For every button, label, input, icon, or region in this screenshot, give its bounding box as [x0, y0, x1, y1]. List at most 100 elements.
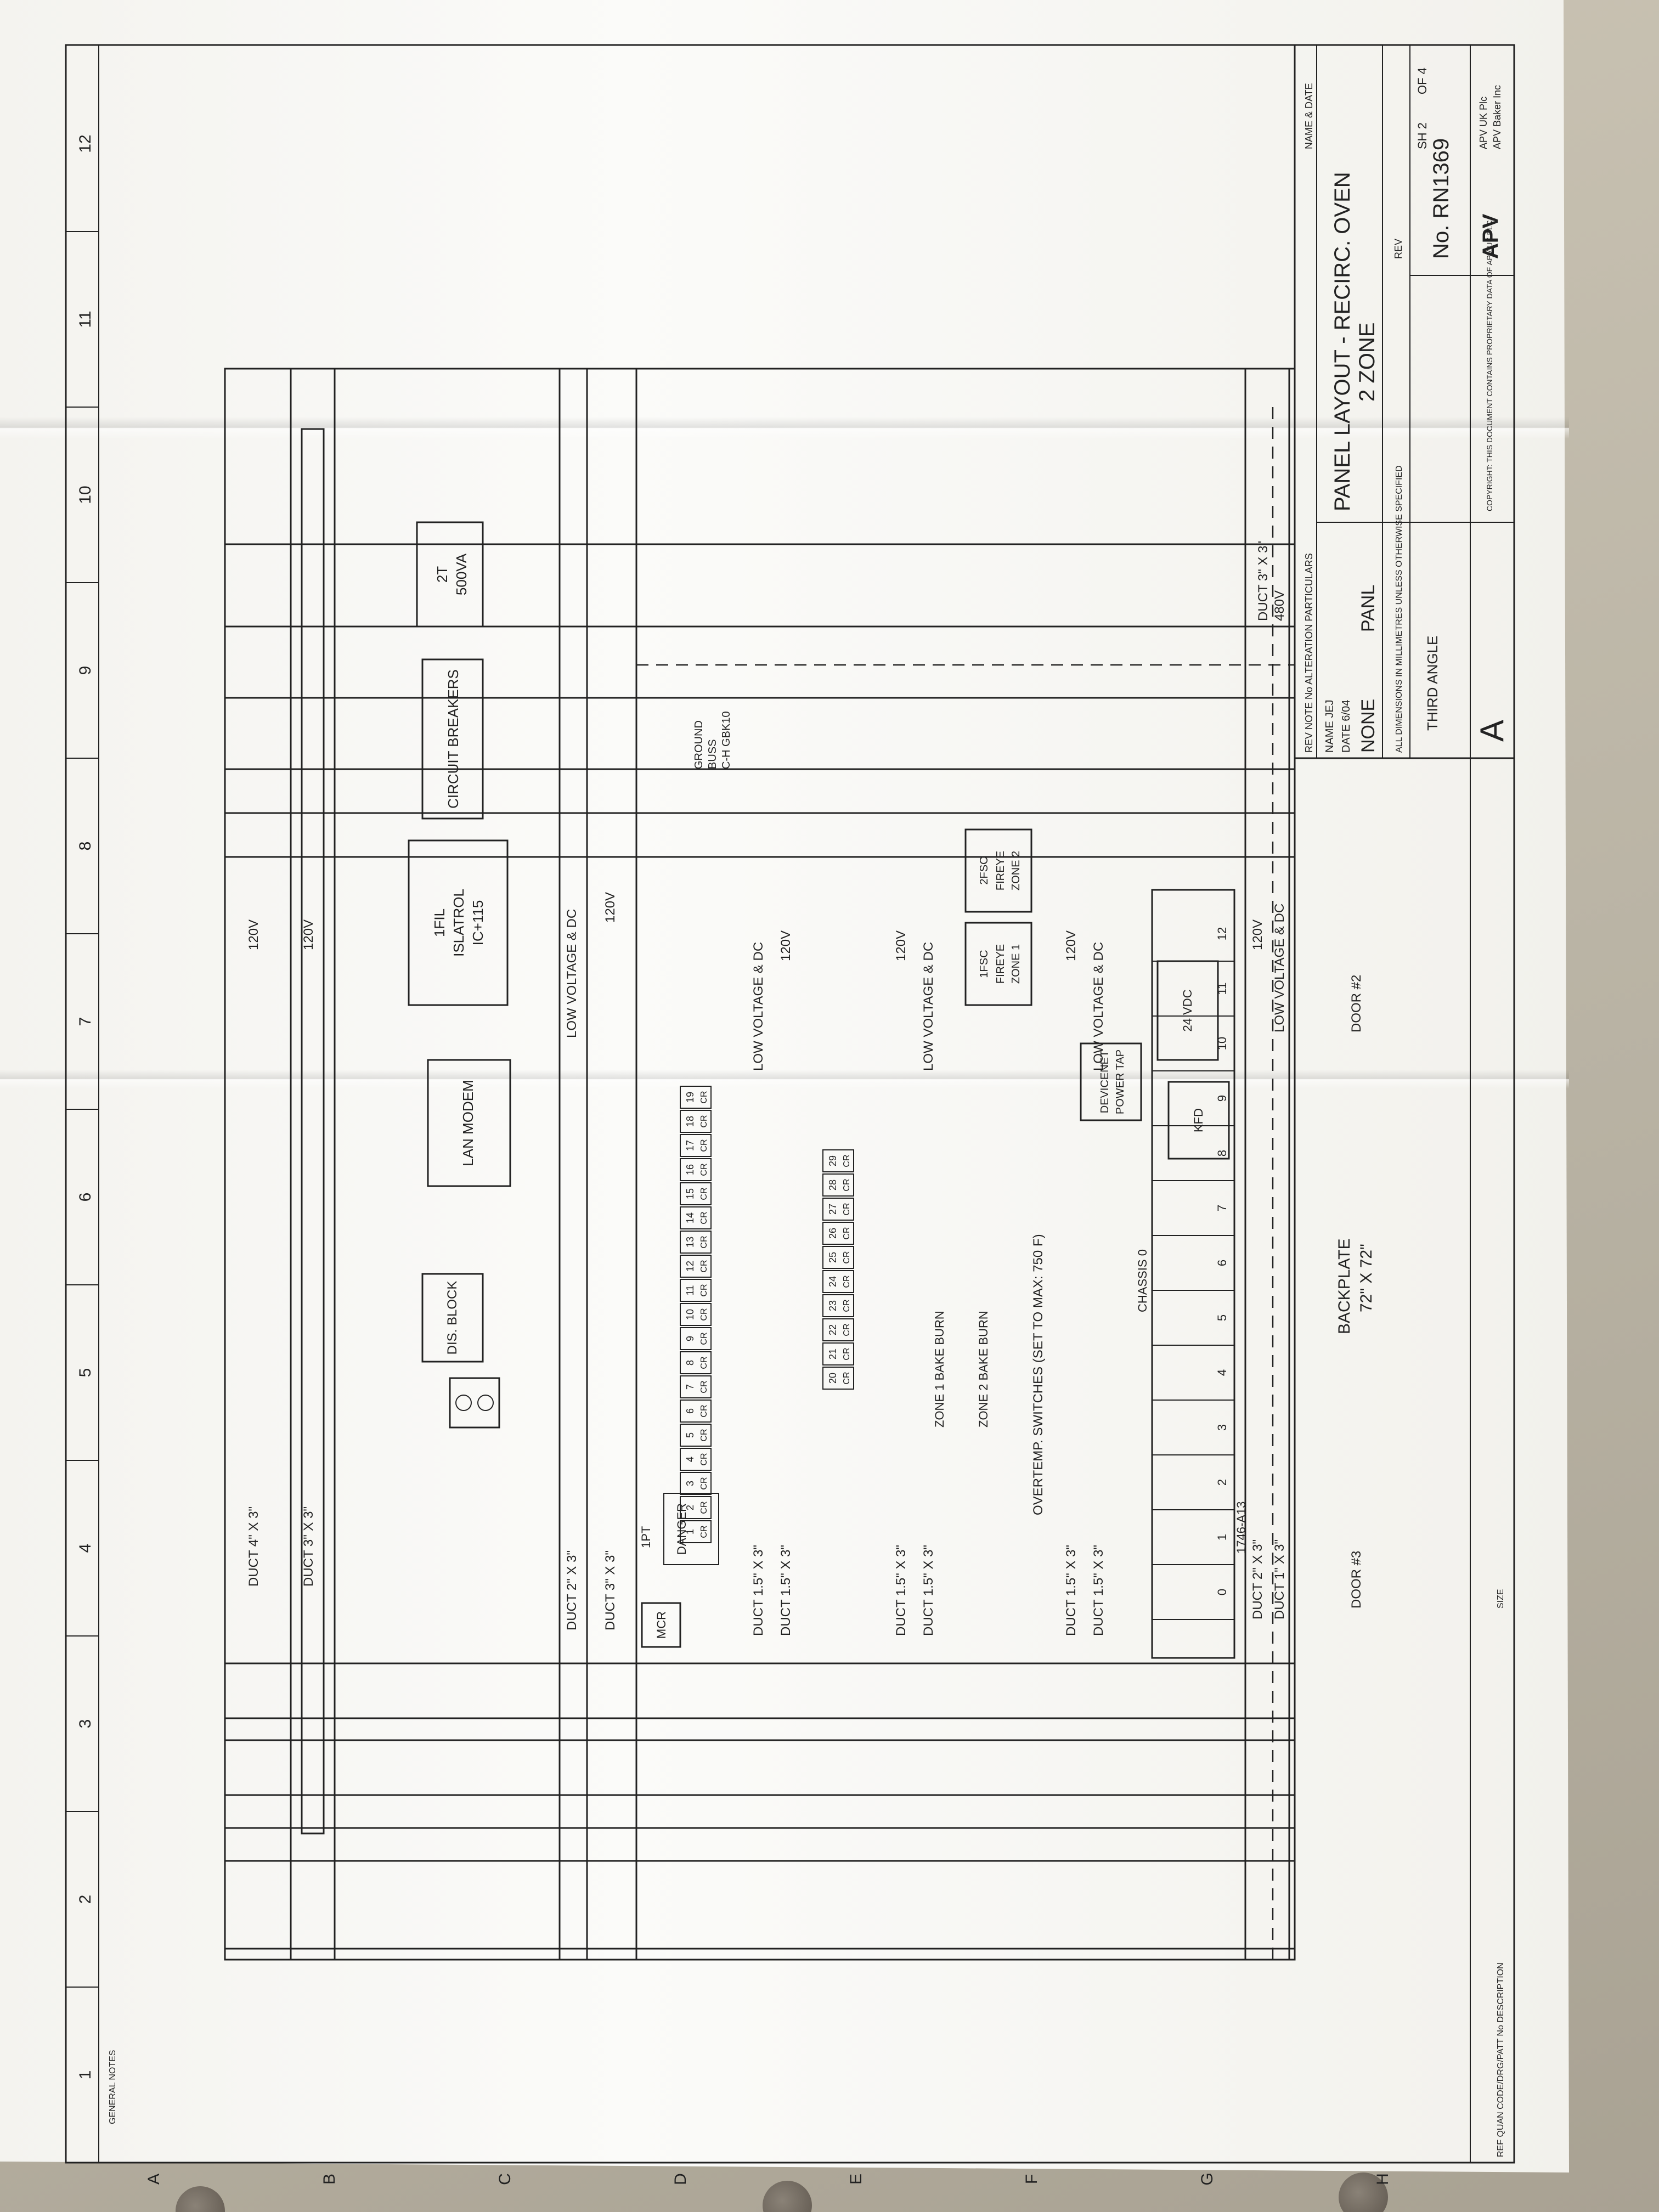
control-relay [680, 1351, 712, 1374]
drawing-border [65, 44, 1515, 2164]
relay-type: CR [842, 1347, 851, 1360]
column-number: 8 [76, 842, 94, 851]
relay-number: 25 [827, 1252, 838, 1263]
control-relay [822, 1149, 854, 1172]
drawing-subtitle: 2 ZONE [1355, 323, 1379, 402]
relay-number: 15 [685, 1188, 696, 1199]
company-2: APV Baker Inc [1492, 85, 1503, 149]
relay-number: 18 [685, 1116, 696, 1127]
column-number: 11 [76, 311, 94, 328]
duct-label: DUCT 4" X 3" [246, 1506, 261, 1587]
drawing-inner-border [98, 44, 1471, 2163]
title-name: NAME JEJ [1324, 699, 1336, 753]
relay-number: 8 [685, 1360, 696, 1365]
1fsc-fireye: FIREYE [995, 944, 1007, 984]
relay-number: 28 [827, 1180, 838, 1190]
kfd-label: KFD [1192, 1108, 1205, 1132]
company-1: APV UK Plc [1478, 97, 1489, 149]
relay-type: CR [699, 1187, 709, 1200]
dimensions-note: ALL DIMENSIONS IN MILLIMETRES UNLESS OTH… [1395, 465, 1404, 753]
control-relay [680, 1424, 712, 1447]
control-relay [680, 1086, 712, 1109]
duct-label: LOW VOLTAGE & DC [1272, 904, 1287, 1032]
control-relay [680, 1134, 712, 1157]
filter-1fil-maker: ISLATROL [450, 889, 467, 957]
relay-type: CR [699, 1115, 709, 1127]
slot-number: 5 [1215, 1314, 1229, 1321]
column-zone-marks [66, 231, 99, 1988]
plc-io-terminal-strip [301, 428, 325, 1835]
duplex-receptacle [449, 1377, 500, 1429]
relay-type: CR [699, 1260, 709, 1272]
relay-number: 2 [685, 1505, 696, 1510]
control-relay [680, 1448, 712, 1471]
zone-2-label: ZONE 2 BAKE BURN [977, 1311, 990, 1427]
relay-number: 21 [827, 1348, 838, 1359]
control-relay [680, 1375, 712, 1398]
duct-label: 120V [778, 930, 793, 961]
slot-number: 3 [1215, 1424, 1229, 1431]
relay-type: CR [699, 1211, 709, 1224]
relay-number: 19 [685, 1092, 696, 1103]
projection-label: THIRD ANGLE [1424, 636, 1441, 731]
relay-number: 12 [685, 1261, 696, 1272]
slot-number: 1 [1215, 1534, 1229, 1541]
disconnect-block-box [421, 1273, 484, 1363]
title-date: DATE 6/04 [1340, 700, 1352, 753]
control-relay [822, 1367, 854, 1390]
control-relay [680, 1206, 712, 1229]
control-relay [822, 1342, 854, 1365]
lan-modem-label: LAN MODEM [460, 1080, 476, 1166]
column-number: 1 [76, 2070, 94, 2080]
control-relay [822, 1270, 854, 1293]
row-letter: H [1374, 2173, 1392, 2185]
relay-number: 23 [827, 1300, 838, 1311]
control-relay [680, 1279, 712, 1302]
2fsc-zone: ZONE 2 [1010, 851, 1022, 890]
slot-number: 7 [1215, 1205, 1229, 1211]
column-number: 4 [76, 1544, 94, 1553]
binder-hole [1339, 2172, 1388, 2212]
duct-label: DUCT 1.5" X 3" [1064, 1545, 1079, 1636]
control-relay [822, 1294, 854, 1317]
slot-number: 9 [1215, 1095, 1229, 1102]
duct-label: DUCT 1.5" X 3" [921, 1545, 936, 1636]
control-relay [680, 1255, 712, 1278]
duct-label: DUCT 3" X 3" [603, 1550, 618, 1630]
control-relay [680, 1158, 712, 1181]
ground-buss-label: GROUND [693, 720, 705, 769]
drawing-title: PANEL LAYOUT - RECIRC. OVEN [1330, 172, 1355, 511]
danger-label: DANGER [675, 1503, 689, 1555]
24vdc-power-supply-box [1156, 960, 1219, 1061]
column-number: 2 [76, 1895, 94, 1904]
relay-type: CR [699, 1453, 709, 1465]
relay-number: 4 [685, 1457, 696, 1462]
filter-1fil-label: 1FIL [431, 909, 448, 937]
control-relay [680, 1520, 712, 1543]
sheet-size-letter: A [1474, 720, 1510, 742]
control-relay [680, 1327, 712, 1350]
circuit-breakers-label: CIRCUIT BREAKERS [445, 669, 461, 809]
duct-label: DUCT 1.5" X 3" [1091, 1545, 1106, 1636]
ground-buss-part: C-H GBK10 [720, 711, 732, 769]
duct-label: DUCT 3" X 3" [1256, 541, 1271, 621]
ground-buss-label-2: BUSS [707, 740, 719, 769]
control-relay [680, 1400, 712, 1423]
relay-number: 16 [685, 1164, 696, 1175]
control-relay [822, 1173, 854, 1197]
relay-type: CR [699, 1380, 709, 1393]
filter-1fil-model: IC+115 [470, 900, 486, 946]
row-letter: B [320, 2174, 338, 2185]
relay-type: CR [842, 1154, 851, 1167]
control-relay [822, 1318, 854, 1341]
relay-number: 26 [827, 1228, 838, 1239]
circuit-breakers-box [421, 658, 484, 820]
relay-type: CR [699, 1356, 709, 1369]
relay-type: CR [699, 1501, 709, 1514]
devicenet-power-tap-box [1080, 1042, 1142, 1121]
relay-type: CR [699, 1163, 709, 1176]
